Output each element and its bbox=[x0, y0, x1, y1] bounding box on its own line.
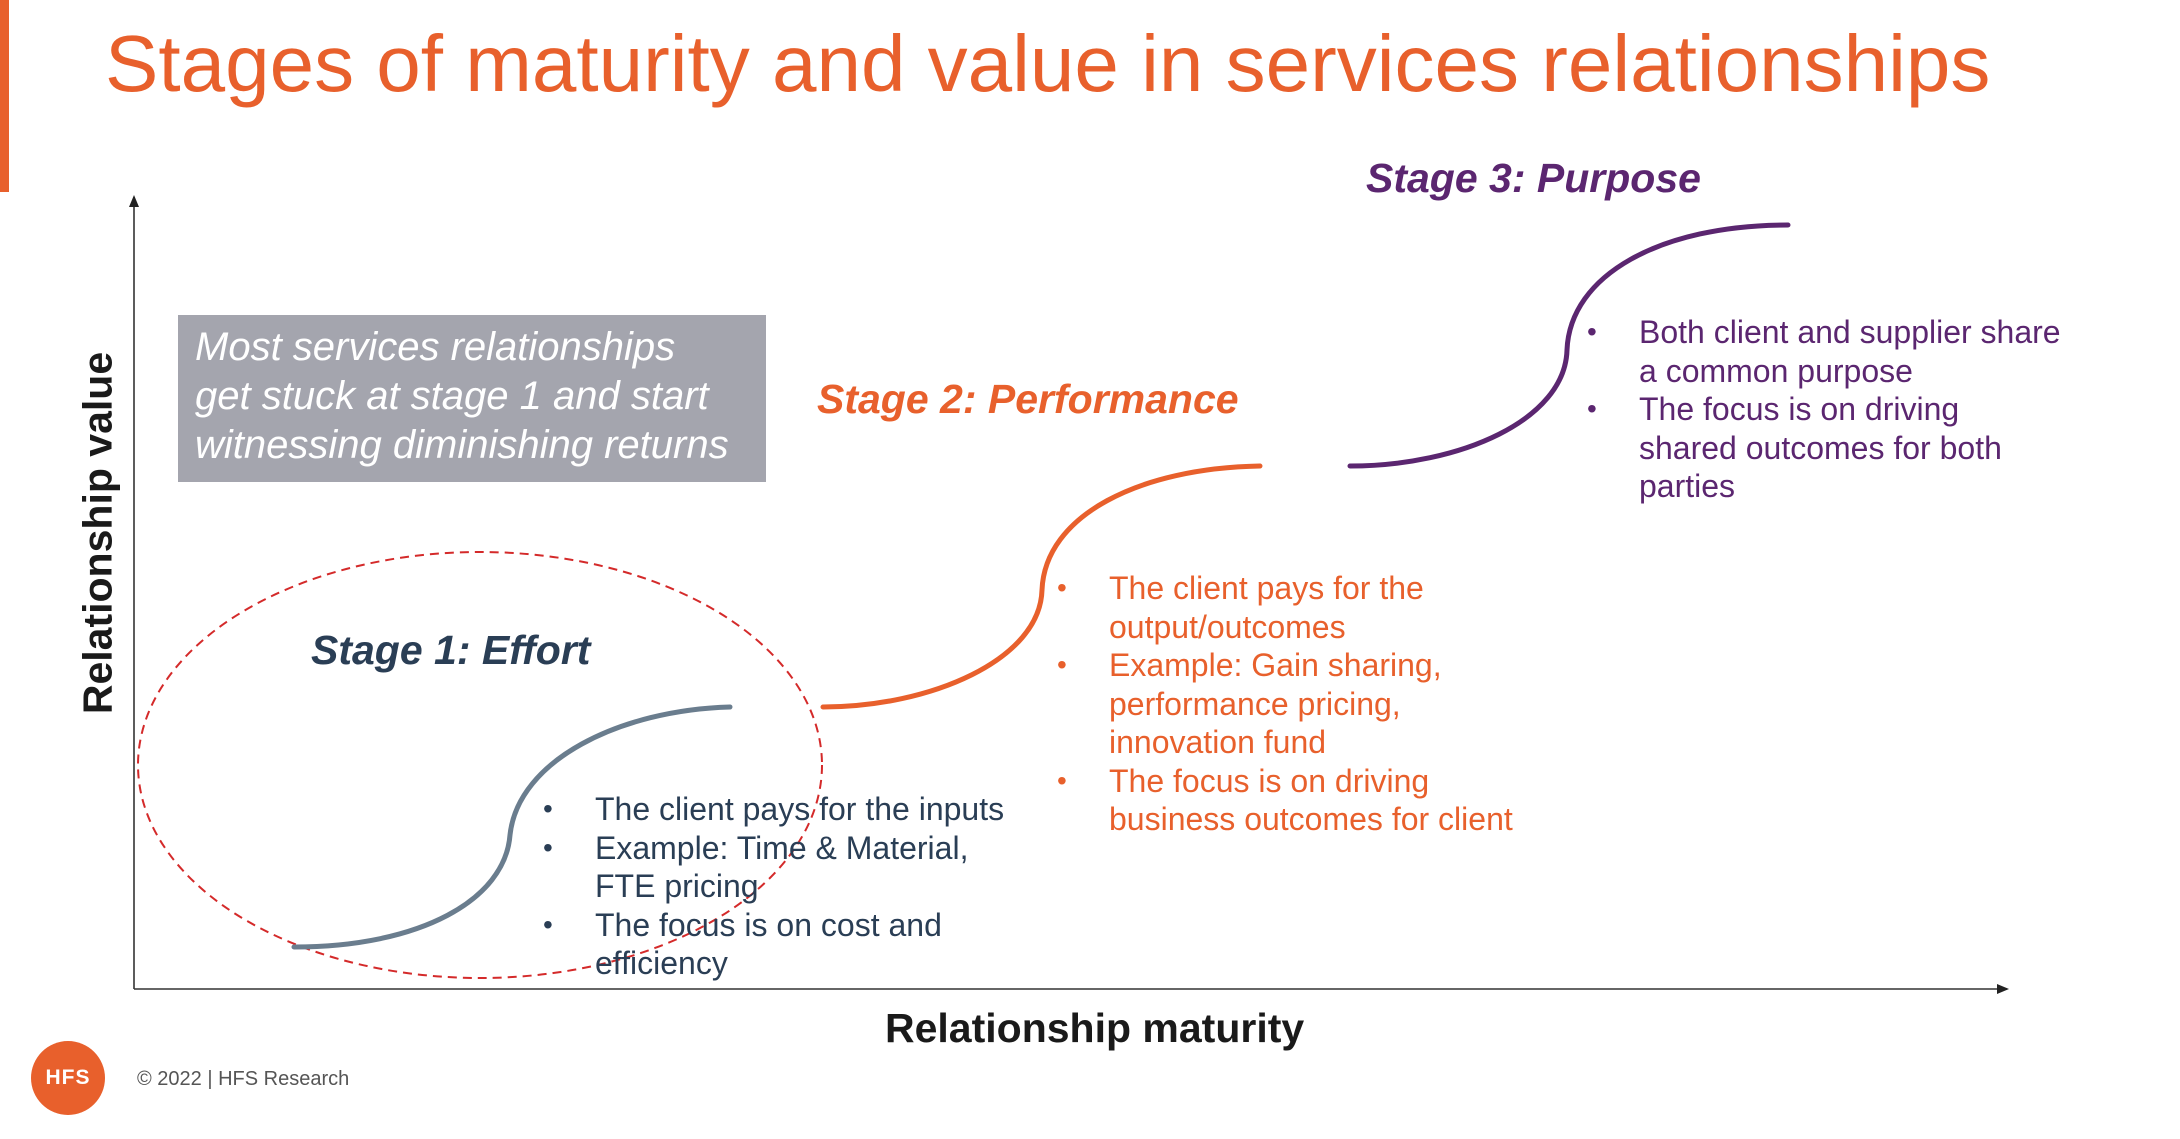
bullet-line: The focus is on cost and bbox=[595, 906, 942, 943]
bullet-line: performance pricing, bbox=[1109, 685, 1401, 722]
stage1-highlight-ellipse bbox=[137, 551, 823, 979]
stage2-label: Stage 2: Performance bbox=[817, 376, 1239, 422]
y-axis-label: Relationship value bbox=[74, 351, 121, 715]
bullet-line: The focus is on driving bbox=[1639, 391, 1960, 427]
bullet-line: efficiency bbox=[595, 945, 728, 981]
x-axis-label: Relationship maturity bbox=[885, 1005, 1305, 1051]
bullet-line: Example: Gain sharing, bbox=[1109, 647, 1442, 683]
stage2-bullets: The client pays for the output/outcomes … bbox=[1057, 569, 1513, 839]
bullet-line: innovation fund bbox=[1109, 724, 1327, 760]
bullet-item: The client pays for the inputs bbox=[543, 790, 1004, 829]
bullet-line: business outcomes for client bbox=[1109, 801, 1513, 837]
bullet-line: shared outcomes for both bbox=[1639, 429, 2002, 466]
bullet-line: The focus is on driving bbox=[1109, 762, 1430, 799]
callout-line: witnessing diminishing returns bbox=[195, 423, 729, 467]
accent-bar bbox=[0, 0, 9, 192]
stage3-curve bbox=[1347, 222, 1791, 469]
callout-line: Most services relationships bbox=[195, 325, 676, 369]
bullet-line: The client pays for the bbox=[1109, 570, 1424, 606]
bullet-item: Example: Time & Material, FTE pricing bbox=[543, 829, 1004, 906]
bullet-line: Example: Time & Material, bbox=[595, 829, 969, 866]
stage1-bullets: The client pays for the inputs Example: … bbox=[543, 790, 1004, 983]
callout-line: get stuck at stage 1 and start bbox=[195, 374, 709, 418]
hfs-logo: HFS bbox=[31, 1041, 105, 1115]
page-title: Stages of maturity and value in services… bbox=[105, 19, 1991, 108]
bullet-item: The focus is on cost and efficiency bbox=[543, 906, 1004, 983]
bullet-line: Both client and supplier share bbox=[1639, 314, 2061, 350]
copyright-text: © 2022 | HFS Research bbox=[137, 1068, 350, 1090]
stage2-curve bbox=[820, 463, 1263, 710]
stage1-curve bbox=[291, 704, 733, 950]
stage3-label: Stage 3: Purpose bbox=[1366, 155, 1701, 201]
bullet-item: The client pays for the output/outcomes bbox=[1057, 569, 1513, 646]
bullet-line: output/outcomes bbox=[1109, 608, 1346, 645]
stage3-bullets: Both client and supplier share a common … bbox=[1587, 313, 2061, 506]
bullet-item: The focus is on driving shared outcomes … bbox=[1587, 390, 2061, 506]
bullet-line: parties bbox=[1639, 468, 1736, 504]
stage1-label: Stage 1: Effort bbox=[311, 627, 591, 673]
bullet-line: a common purpose bbox=[1639, 352, 1913, 389]
bullet-line: FTE pricing bbox=[595, 868, 759, 904]
callout-box: Most services relationships get stuck at… bbox=[178, 315, 766, 482]
bullet-item: The focus is on driving business outcome… bbox=[1057, 762, 1513, 839]
bullet-line: The client pays for the inputs bbox=[595, 791, 1005, 827]
bullet-item: Example: Gain sharing, performance prici… bbox=[1057, 646, 1513, 762]
bullet-item: Both client and supplier share a common … bbox=[1587, 313, 2061, 390]
